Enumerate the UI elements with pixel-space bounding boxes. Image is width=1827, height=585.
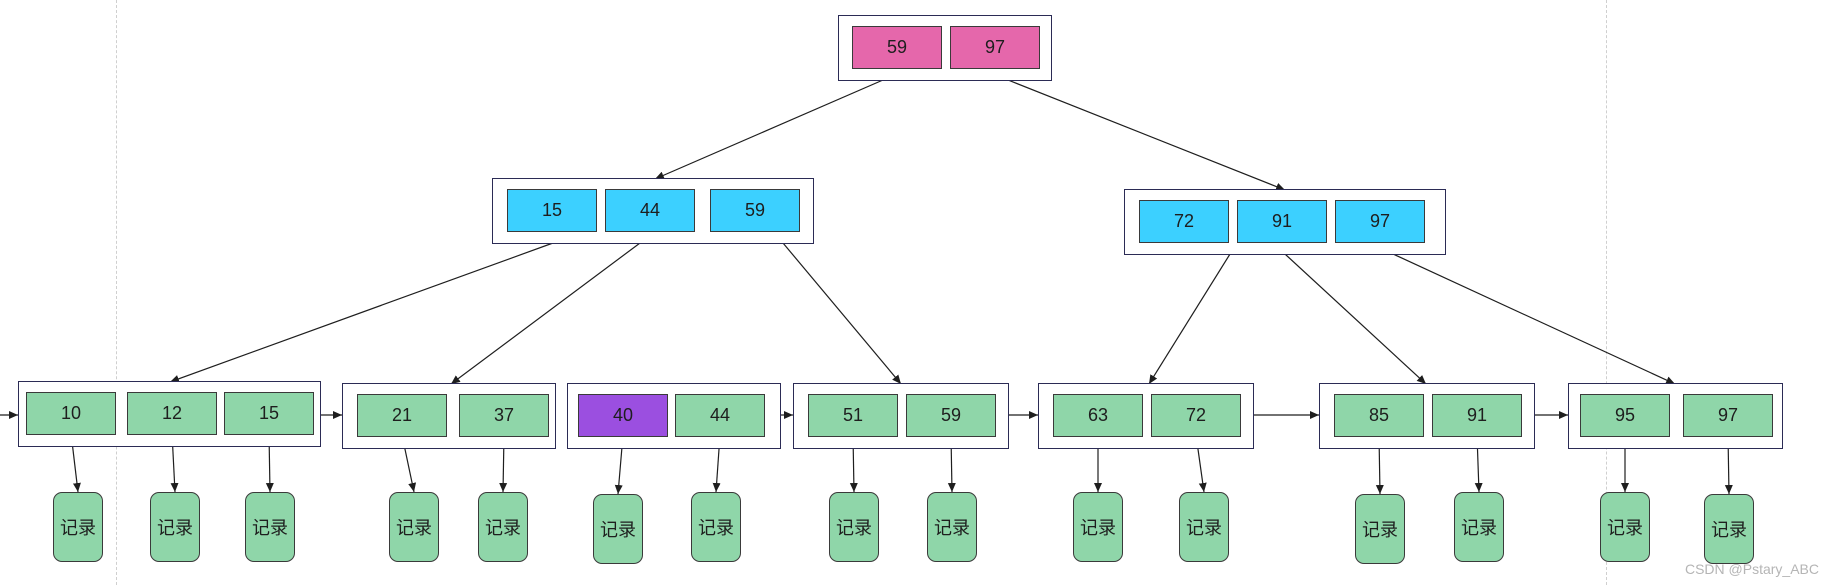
record-box: 记录 [478, 492, 528, 562]
internal-key: 91 [1237, 200, 1327, 243]
record-box: 记录 [1355, 494, 1405, 564]
dashed-guide-left [116, 0, 117, 585]
record-box: 记录 [1600, 492, 1650, 562]
tree-edge [782, 242, 902, 385]
leaf-key: 63 [1053, 394, 1143, 437]
internal-key: 44 [605, 189, 695, 232]
root-key: 59 [852, 26, 942, 69]
leaf-key: 40 [578, 394, 668, 437]
tree-edge [1392, 253, 1676, 385]
tree-edge [1284, 253, 1427, 385]
internal-key: 97 [1335, 200, 1425, 243]
record-box: 记录 [53, 492, 103, 562]
watermark: CSDN @Pstary_ABC [1684, 561, 1819, 577]
record-box: 记录 [1179, 492, 1229, 562]
internal-key: 15 [507, 189, 597, 232]
leaf-key: 12 [127, 392, 217, 435]
record-box: 记录 [593, 494, 643, 564]
tree-edge [169, 242, 554, 383]
record-box: 记录 [389, 492, 439, 562]
record-box: 记录 [1073, 492, 1123, 562]
leaf-key: 97 [1683, 394, 1773, 437]
internal-key: 59 [710, 189, 800, 232]
tree-edge [1007, 79, 1286, 191]
leaf-key: 85 [1334, 394, 1424, 437]
record-box: 记录 [150, 492, 200, 562]
record-box: 记录 [691, 492, 741, 562]
leaf-key: 72 [1151, 394, 1241, 437]
leaf-key: 95 [1580, 394, 1670, 437]
tree-edge [1148, 253, 1231, 385]
internal-key: 72 [1139, 200, 1229, 243]
leaf-key: 59 [906, 394, 996, 437]
leaf-key: 10 [26, 392, 116, 435]
leaf-key: 15 [224, 392, 314, 435]
leaf-key: 37 [459, 394, 549, 437]
record-box: 记录 [829, 492, 879, 562]
leaf-key: 91 [1432, 394, 1522, 437]
tree-edge [450, 242, 641, 385]
record-box: 记录 [245, 492, 295, 562]
leaf-key: 21 [357, 394, 447, 437]
dashed-guide-right [1606, 0, 1607, 585]
record-box: 记录 [1454, 492, 1504, 562]
leaf-key: 44 [675, 394, 765, 437]
root-key: 97 [950, 26, 1040, 69]
record-box: 记录 [1704, 494, 1754, 564]
tree-edge [654, 79, 884, 180]
record-box: 记录 [927, 492, 977, 562]
leaf-key: 51 [808, 394, 898, 437]
